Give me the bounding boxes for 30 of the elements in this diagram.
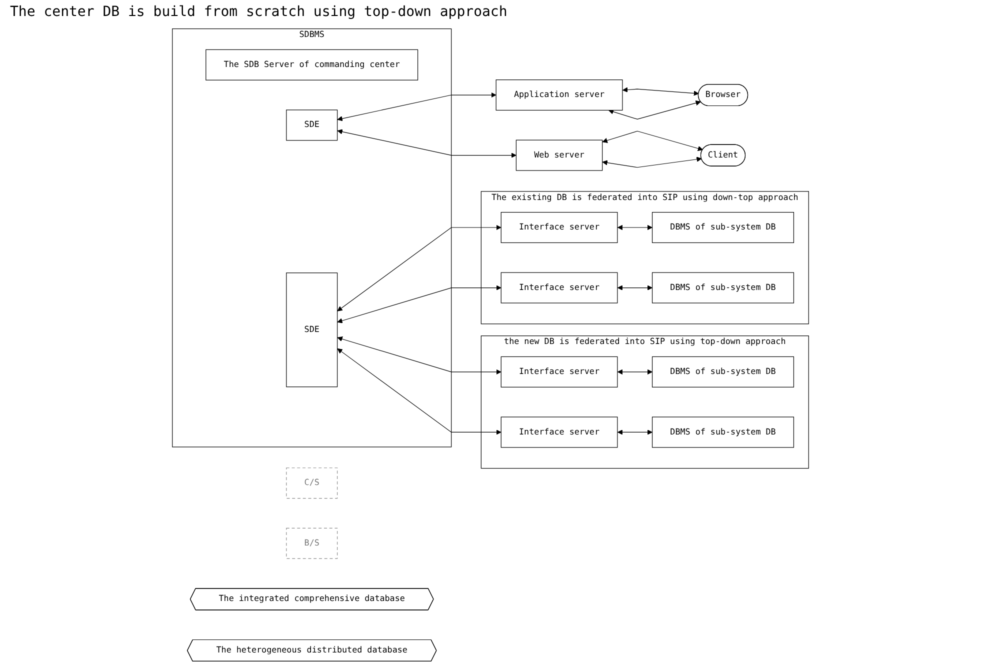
node-box: DBMS of sub-system DB — [652, 212, 794, 244]
arrow — [617, 285, 652, 290]
arrow — [622, 87, 699, 96]
arrow — [337, 92, 496, 122]
node-box: B/S — [286, 528, 338, 559]
node-box: Web server — [516, 140, 603, 171]
arrow — [337, 285, 502, 324]
arrow — [608, 100, 701, 120]
node-box: DBMS of sub-system DB — [652, 416, 794, 448]
node-box: C/S — [286, 468, 338, 499]
arrow — [617, 369, 652, 375]
arrow — [617, 430, 652, 435]
node-box: Interface server — [500, 356, 618, 388]
node-box: SDE — [286, 110, 338, 141]
arrow — [337, 348, 502, 435]
node-box: Application server — [496, 80, 623, 111]
arrow — [602, 130, 703, 152]
node-box: SDE — [286, 272, 338, 388]
note-text: The center DB is build from scratch using top-down approach — [10, 4, 508, 20]
arrow — [337, 129, 516, 158]
arrow — [337, 224, 502, 312]
arrow — [337, 336, 502, 375]
node-box: DBMS of sub-system DB — [652, 356, 794, 388]
node-box: Interface server — [500, 416, 618, 448]
node-box: Interface server — [500, 212, 618, 244]
arrow — [602, 156, 702, 168]
node-box: DBMS of sub-system DB — [652, 272, 794, 304]
arrow — [617, 224, 652, 230]
node-box: Interface server — [500, 272, 618, 304]
node-box: The SDB Server of commanding center — [206, 49, 418, 80]
